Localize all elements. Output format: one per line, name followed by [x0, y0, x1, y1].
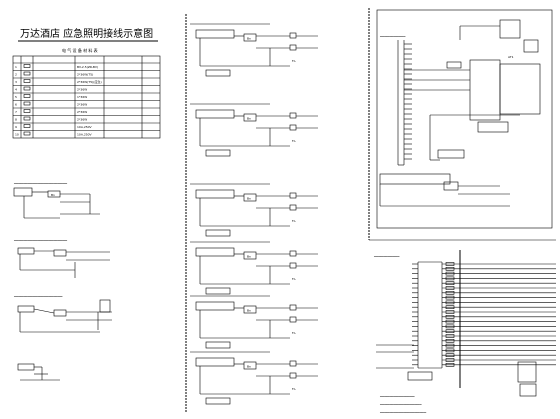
svg-text:▁▁▁▁▁▁▁▁▁▁▁▁▁▁▁▁▁▁▁▁▁: ▁▁▁▁▁▁▁▁▁▁▁▁▁▁▁▁▁▁▁▁▁ [13, 293, 63, 297]
legend-row-no: 4 [15, 88, 17, 92]
switch-label: Bn [247, 365, 251, 369]
legend-row-spec: 10A,250V [77, 125, 93, 129]
left-panel-2: ▁▁▁▁▁▁▁▁▁▁▁▁▁▁▁▁▁▁▁▁▁▁▁ [13, 237, 110, 278]
left-panel-1: ▁▁▁▁▁▁▁▁▁▁▁▁▁▁▁▁▁▁▁▁▁▁▁ Bn [13, 180, 100, 219]
fire-signal-label: F.L [292, 387, 296, 391]
legend-row-no: 9 [15, 125, 17, 129]
fire-signal-label: F.L [292, 277, 296, 281]
switch-label: Bn [51, 193, 55, 197]
legend-heading: 电 气 设 备 材 料 表 [62, 47, 98, 53]
legend-row-spec: 2*36W(T5) [77, 73, 93, 77]
mid-panel-2: BnF.L [190, 103, 318, 157]
fire-signal-label: F.L [292, 139, 296, 143]
legend-row-spec: 2*36W [77, 110, 87, 114]
switch-label: Bn [247, 255, 251, 259]
legend-row-spec: 2*36W [77, 118, 87, 122]
legend-row-spec: 2*36W(T5)(应急) [77, 79, 102, 84]
legend-row-no: 8 [15, 118, 17, 122]
top-right-label: AT1 [508, 55, 514, 59]
svg-text:▁▁▁▁▁▁▁▁▁▁▁▁▁▁▁▁▁▁▁▁: ▁▁▁▁▁▁▁▁▁▁▁▁▁▁▁▁▁▁▁▁ [379, 409, 427, 413]
switch-label: Bn [247, 37, 251, 41]
legend-row-no: 3 [15, 80, 17, 84]
left-panel-3: ▁▁▁▁▁▁▁▁▁▁▁▁▁▁▁▁▁▁▁▁▁ [13, 293, 112, 333]
legend-row-no: 2 [15, 73, 17, 77]
legend-row-no: 5 [15, 95, 17, 99]
left-panel-4 [17, 363, 60, 381]
svg-text:▁▁▁▁▁▁▁▁▁▁▁▁▁▁▁▁▁▁▁▁▁▁▁: ▁▁▁▁▁▁▁▁▁▁▁▁▁▁▁▁▁▁▁▁▁▁▁ [13, 180, 68, 184]
switch-label: Bn [247, 309, 251, 313]
mid-panel-1: BnF.L [190, 23, 318, 77]
legend-row-no: 10 [15, 133, 19, 137]
fire-signal-label: F.L [292, 59, 296, 63]
switch-label: Bn [247, 197, 251, 201]
upper-right-diagram: ▁▁▁▁▁▁▁▁▁▁▁ AT1 [376, 9, 553, 229]
svg-text:▁▁▁▁▁▁▁▁▁▁▁: ▁▁▁▁▁▁▁▁▁▁▁ [379, 33, 406, 37]
legend-row-no: 1 [15, 65, 17, 69]
mid-panel-6: BnF.L [190, 351, 318, 405]
diagram-title: 万达酒店 应急照明接线示意图 [20, 27, 153, 40]
mid-panel-5: BnF.L [190, 295, 318, 349]
legend-table: 电 气 设 备 材 料 表 1 BV-2.5(ZR-BV) 2 2*36W(T5) 3 2… [12, 47, 161, 139]
legend-row-spec: 2*36W [77, 103, 87, 107]
fire-signal-label: F.L [292, 331, 296, 335]
legend-row-spec: 10A,250V [77, 133, 93, 137]
svg-text:▁▁▁▁▁▁▁▁▁▁▁▁▁▁▁▁▁▁: ▁▁▁▁▁▁▁▁▁▁▁▁▁▁▁▁▁▁ [379, 401, 422, 405]
legend-row-no: 6 [15, 103, 17, 107]
legend-row-spec: 2*36W [77, 88, 87, 92]
mid-panel-3: BnF.L [190, 183, 318, 237]
fire-signal-label: F.L [292, 219, 296, 223]
svg-text:▁▁▁▁▁▁▁▁▁▁▁: ▁▁▁▁▁▁▁▁▁▁▁ [373, 253, 400, 257]
legend-row-no: 7 [15, 110, 17, 114]
switch-label: Bn [247, 117, 251, 121]
legend-row-spec: 1*36W [77, 95, 87, 99]
lower-right-diagram: ▁▁▁▁▁▁▁▁▁▁▁ ▁▁▁▁▁▁▁▁▁▁▁▁▁▁▁ ▁▁▁▁▁▁▁▁▁▁▁▁… [373, 250, 556, 413]
mid-panel-4: BnF.L [190, 241, 318, 295]
svg-text:▁▁▁▁▁▁▁▁▁▁▁▁▁▁▁▁▁▁▁▁▁▁▁: ▁▁▁▁▁▁▁▁▁▁▁▁▁▁▁▁▁▁▁▁▁▁▁ [13, 237, 68, 241]
svg-text:▁▁▁▁▁▁▁▁▁▁▁▁▁▁▁: ▁▁▁▁▁▁▁▁▁▁▁▁▁▁▁ [379, 393, 415, 397]
legend-row-spec: BV-2.5(ZR-BV) [77, 65, 98, 69]
